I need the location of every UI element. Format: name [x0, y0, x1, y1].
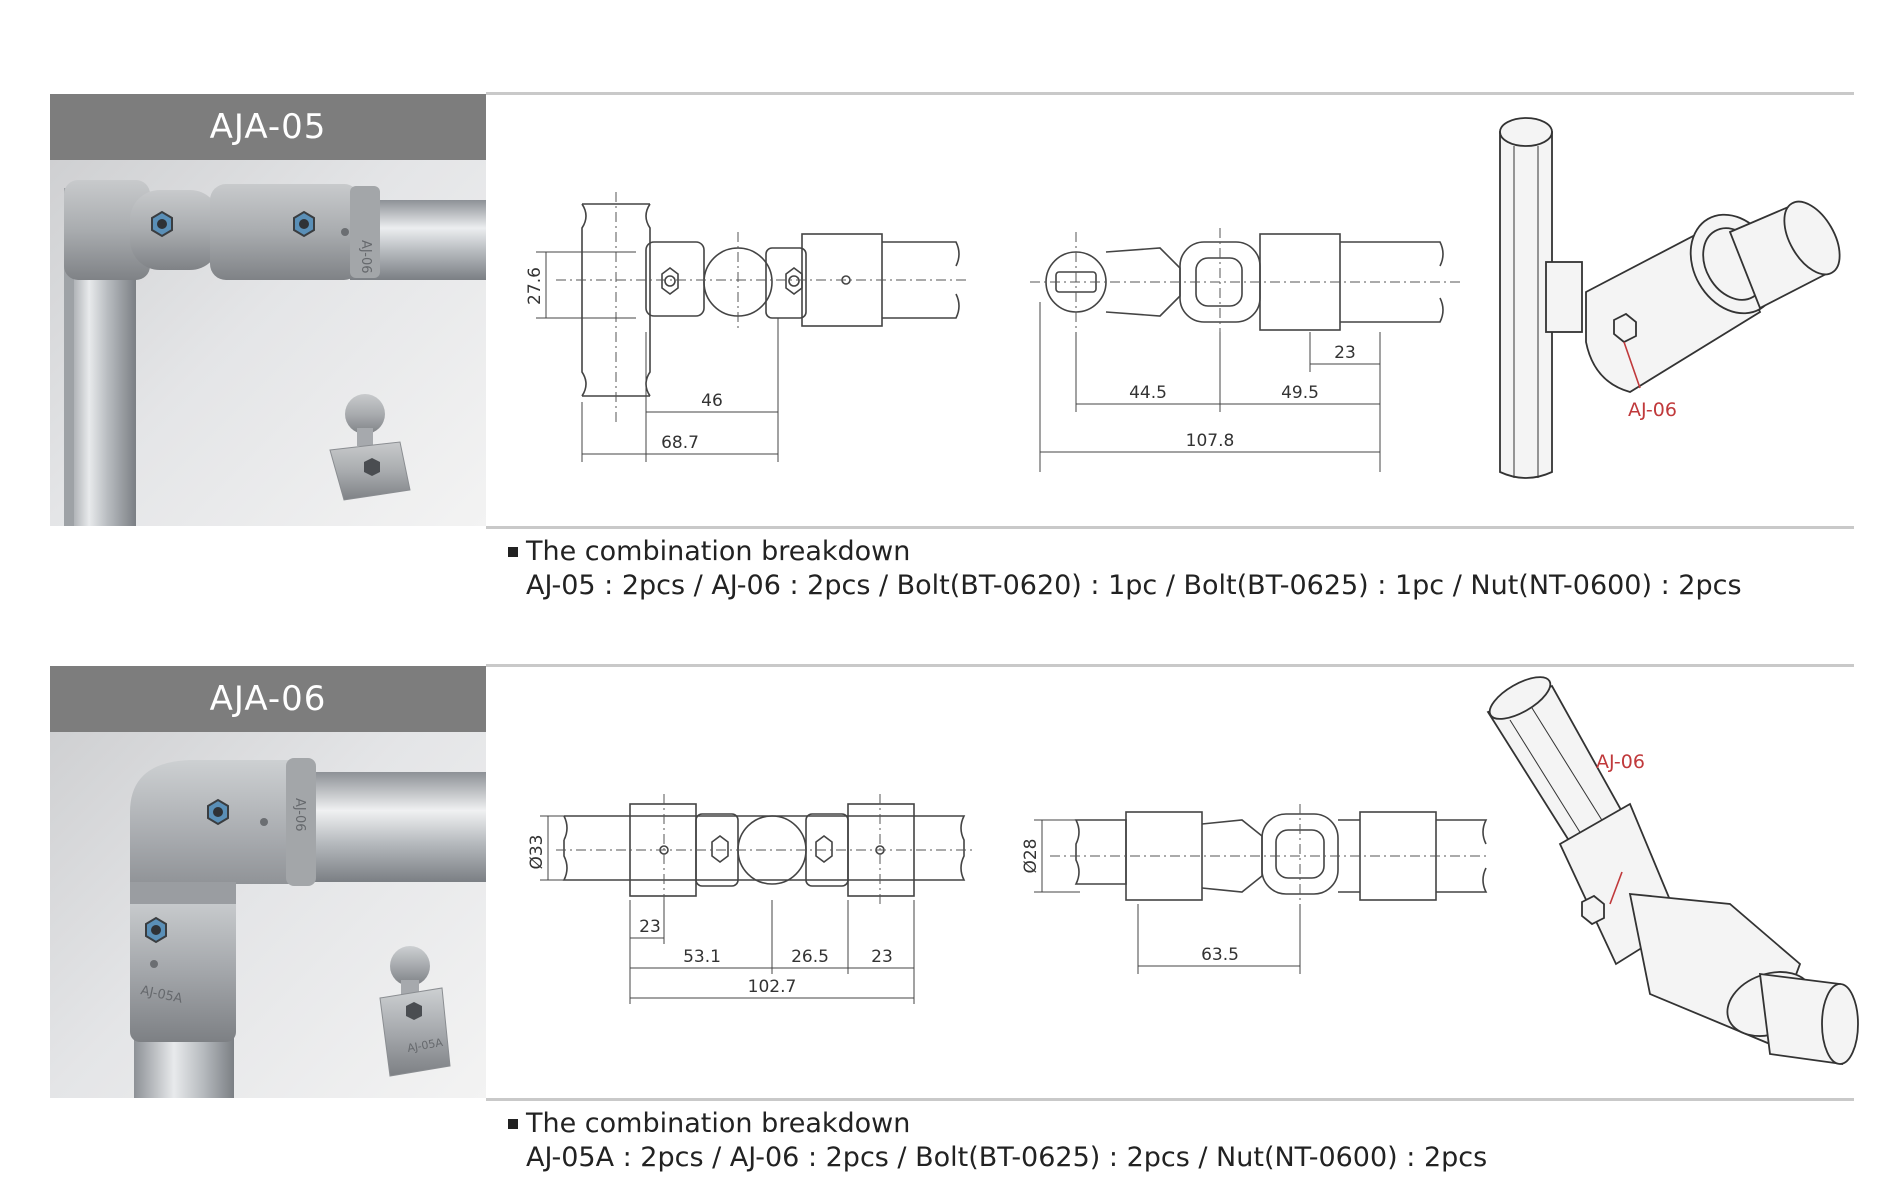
dim-23: 23 — [1334, 343, 1356, 363]
section-top-rule — [486, 92, 1854, 95]
iso-part-label: AJ-06 — [1628, 399, 1677, 421]
product-title: AJA-05 — [50, 94, 486, 160]
dim-diameter: Ø28 — [1021, 838, 1041, 873]
breakdown-list: AJ-05 : 2pcs / AJ-06 : 2pcs / Bolt(BT-06… — [526, 570, 1742, 601]
isometric-drawing: AJ-06 — [1486, 676, 1859, 1066]
front-view-drawing: 23 44.5 49.5 107.8 — [1030, 228, 1460, 472]
breakdown-list: AJ-05A : 2pcs / AJ-06 : 2pcs / Bolt(BT-0… — [526, 1142, 1488, 1173]
dim-26-5: 26.5 — [791, 947, 829, 967]
photo-part-label: AJ-06 — [292, 798, 307, 832]
dim-49-5: 49.5 — [1281, 383, 1319, 403]
product-photo: AJ-06 AJ-05A AJ-05A — [50, 732, 486, 1098]
dim-23-right: 23 — [871, 947, 893, 967]
dim-68-7: 68.7 — [661, 433, 699, 453]
dim-46: 46 — [701, 391, 723, 411]
dim-63-5: 63.5 — [1201, 945, 1239, 965]
product-title: AJA-06 — [50, 666, 486, 732]
breakdown-heading: The combination breakdown — [508, 1108, 910, 1139]
product-photo: AJ-06 — [50, 160, 486, 526]
bullet-icon — [508, 546, 518, 557]
breakdown-heading-text: The combination breakdown — [526, 536, 911, 567]
isometric-drawing: AJ-06 — [1499, 117, 1841, 479]
bullet-icon — [508, 1118, 518, 1129]
section-bottom-rule — [486, 1098, 1854, 1101]
product-section-aja-05: AJA-05 — [0, 92, 1896, 612]
breakdown-heading-text: The combination breakdown — [526, 1108, 911, 1139]
section-bottom-rule — [486, 526, 1854, 529]
dim-height: 27.6 — [525, 267, 545, 305]
dim-diameter: Ø33 — [527, 834, 547, 869]
side-view-drawing: Ø33 23 53.1 26.5 23 102.7 — [527, 794, 972, 1004]
dim-102-7: 102.7 — [748, 977, 797, 997]
dim-107-8: 107.8 — [1186, 431, 1235, 451]
photo-part-label: AJ-06 — [358, 240, 373, 274]
dim-23: 23 — [639, 917, 661, 937]
section-top-rule — [486, 664, 1854, 667]
breakdown-heading: The combination breakdown — [508, 536, 910, 567]
side-view-drawing: 27.6 46 68.7 — [525, 192, 966, 462]
iso-part-label: AJ-06 — [1596, 751, 1645, 773]
product-section-aja-06: AJA-06 — [0, 664, 1896, 1184]
dim-44-5: 44.5 — [1129, 383, 1167, 403]
front-view-drawing: Ø28 63.5 — [1021, 804, 1488, 974]
photo-part-label: AJ-05A — [406, 1036, 444, 1055]
dim-53-1: 53.1 — [683, 947, 721, 967]
